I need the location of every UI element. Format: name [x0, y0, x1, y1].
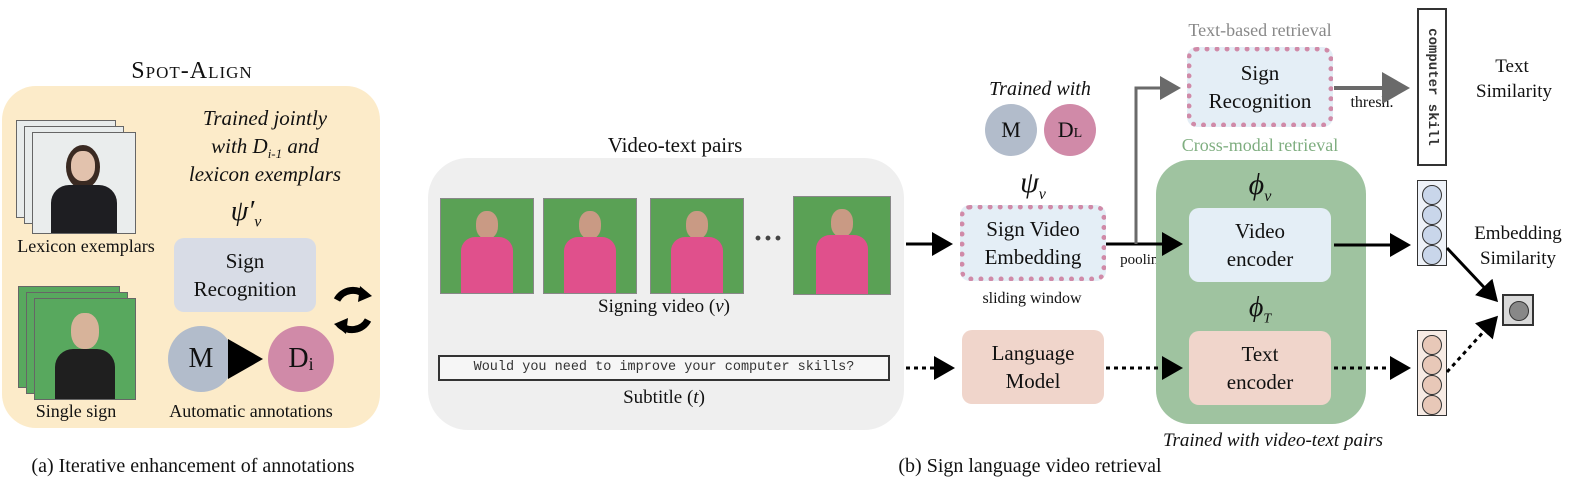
- lexicon-exemplar-image: [32, 132, 136, 234]
- trained-with-pairs-label: Trained with video-text pairs: [1162, 430, 1384, 451]
- video-embedding-vector: [1417, 180, 1447, 266]
- trained-with-m-circle: M: [985, 104, 1037, 156]
- caption-b: (b) Sign language video retrieval: [898, 455, 1162, 477]
- psi-v-symbol: ψv: [1020, 166, 1046, 203]
- video-frame-2: [543, 198, 637, 294]
- embedding-to-text-retrieval-connector: [1134, 76, 1181, 244]
- video-embedding-to-similarity-arrow: [1445, 246, 1499, 303]
- video-text-pairs-title: Video-text pairs: [607, 133, 743, 157]
- text-embedding-cell: [1422, 395, 1442, 415]
- trained-jointly-line3: lexicon exemplars: [188, 162, 342, 186]
- text-embedding-cell: [1422, 355, 1442, 375]
- video-embedding-cell: [1422, 185, 1442, 205]
- subtitle-label: Subtitle (t): [623, 387, 705, 408]
- automatic-annotations-label: Automatic annotations: [169, 401, 333, 421]
- text-embedding-to-similarity-arrow: [1445, 315, 1499, 374]
- video-frame-last: [793, 196, 891, 295]
- text-embedding-cell: [1422, 335, 1442, 355]
- psi-prime-symbol: ψ′v: [230, 196, 262, 231]
- phi-v-symbol: ϕv: [1248, 168, 1272, 205]
- model-m-circle: M: [168, 326, 234, 392]
- trained-jointly-line2: with Di-1 and: [211, 134, 319, 162]
- similarity-score-node: [1502, 294, 1534, 326]
- phi-t-symbol: ϕT: [1248, 292, 1272, 327]
- video-embedding-cell: [1422, 205, 1442, 225]
- video-frame-1: [440, 198, 534, 294]
- subtitle-box: Would you need to improve your computer …: [438, 355, 890, 381]
- single-sign-label: Single sign: [35, 401, 117, 421]
- spot-align-title: SPOT-ALIGN: [131, 58, 253, 84]
- embedding-similarity-line2: Similarity: [1480, 248, 1556, 269]
- pooling-label: pooling: [1120, 252, 1166, 268]
- text-similarity-line2: Similarity: [1476, 81, 1552, 102]
- recognized-words-box: computer skill: [1417, 8, 1447, 166]
- trained-with-label: Trained with: [989, 78, 1091, 100]
- text-embedding-cell: [1422, 375, 1442, 395]
- caption-a: (a) Iterative enhancement of annotations: [31, 455, 355, 477]
- text-embedding-vector: [1417, 330, 1447, 416]
- lexicon-exemplars-label: Lexicon exemplars: [17, 236, 155, 256]
- frames-ellipsis: ···: [752, 222, 784, 255]
- signing-video-label: Signing video (v): [598, 296, 730, 317]
- embedding-similarity-line1: Embedding: [1474, 223, 1562, 244]
- single-sign-image: [34, 298, 136, 400]
- trained-jointly-line1: Trained jointly: [202, 106, 328, 130]
- video-frame-3: [650, 198, 744, 294]
- video-embedding-cell: [1422, 245, 1442, 265]
- sliding-window-label: sliding window: [982, 290, 1082, 307]
- video-embedding-cell: [1422, 225, 1442, 245]
- refresh-cycle-icon: [333, 286, 372, 334]
- text-similarity-line1: Text: [1495, 56, 1529, 77]
- text-based-retrieval-label: Text-based retrieval: [1188, 20, 1332, 40]
- cross-modal-retrieval-label: Cross-modal retrieval: [1181, 135, 1339, 155]
